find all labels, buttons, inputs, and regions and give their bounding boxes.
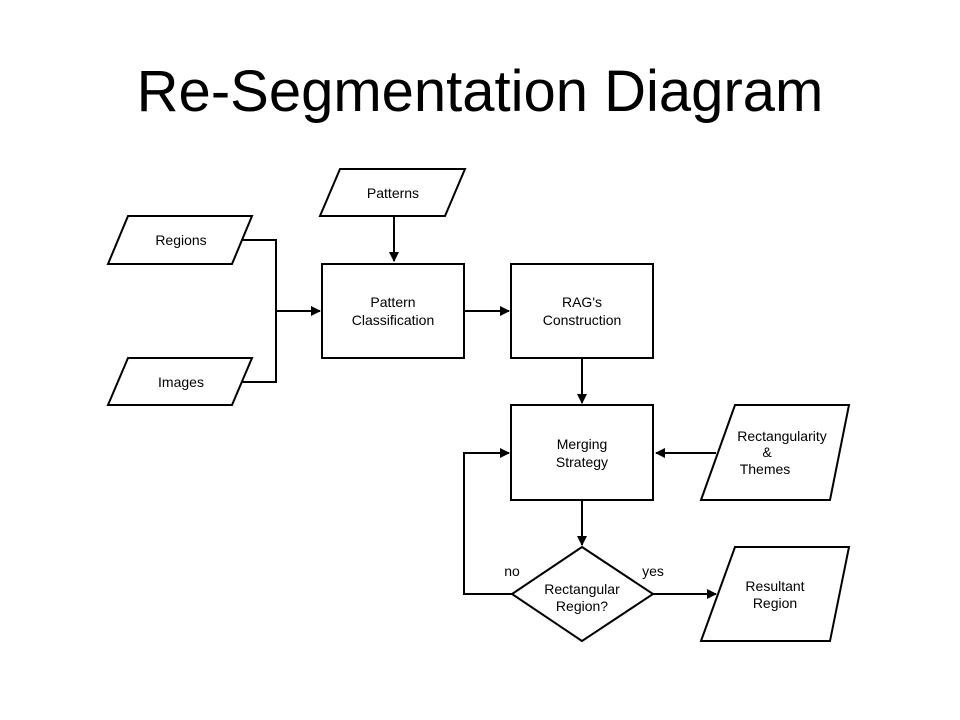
node-resultant-region-line2: Region — [753, 595, 797, 611]
node-rectangularity-themes-line1: Rectangularity — [737, 428, 827, 444]
edge-label-no: no — [504, 563, 520, 579]
node-decision-line2: Region? — [556, 598, 608, 614]
node-patterns: Patterns — [318, 168, 467, 217]
node-resultant-region-line1: Resultant — [745, 578, 804, 594]
edge-label-yes: yes — [642, 563, 664, 579]
node-rectangularity-themes-line2: & — [762, 444, 772, 460]
edge-images-to-classification — [242, 311, 277, 383]
node-patterns-label: Patterns — [367, 185, 419, 201]
node-rags-construction-line1: RAG's — [562, 294, 602, 310]
node-decision-line1: Rectangular — [544, 581, 620, 597]
edge-decision-no-loop — [463, 448, 512, 595]
node-resultant-region: Resultant Region — [699, 546, 851, 642]
edge-regions-to-classification — [242, 239, 277, 311]
node-rectangular-region-decision: Rectangular Region? — [510, 545, 655, 643]
node-images: Images — [106, 357, 254, 406]
node-merging-strategy-line2: Strategy — [556, 454, 608, 470]
node-rags-construction: RAG's Construction — [510, 263, 654, 359]
edges-group — [242, 216, 717, 599]
node-rags-construction-line2: Construction — [543, 312, 622, 328]
node-regions-label: Regions — [155, 232, 206, 248]
node-merging-strategy-line1: Merging — [557, 436, 608, 452]
node-regions: Regions — [106, 215, 254, 265]
node-merging-strategy: Merging Strategy — [510, 404, 654, 501]
node-rectangularity-themes-line3: Themes — [740, 461, 791, 477]
node-pattern-classification-line2: Classification — [352, 312, 434, 328]
node-pattern-classification: Pattern Classification — [321, 263, 465, 359]
node-images-label: Images — [158, 374, 204, 390]
node-pattern-classification-line1: Pattern — [370, 294, 415, 310]
node-rectangularity-themes: Rectangularity & Themes — [699, 404, 851, 501]
slide-title: Re-Segmentation Diagram — [136, 59, 824, 124]
